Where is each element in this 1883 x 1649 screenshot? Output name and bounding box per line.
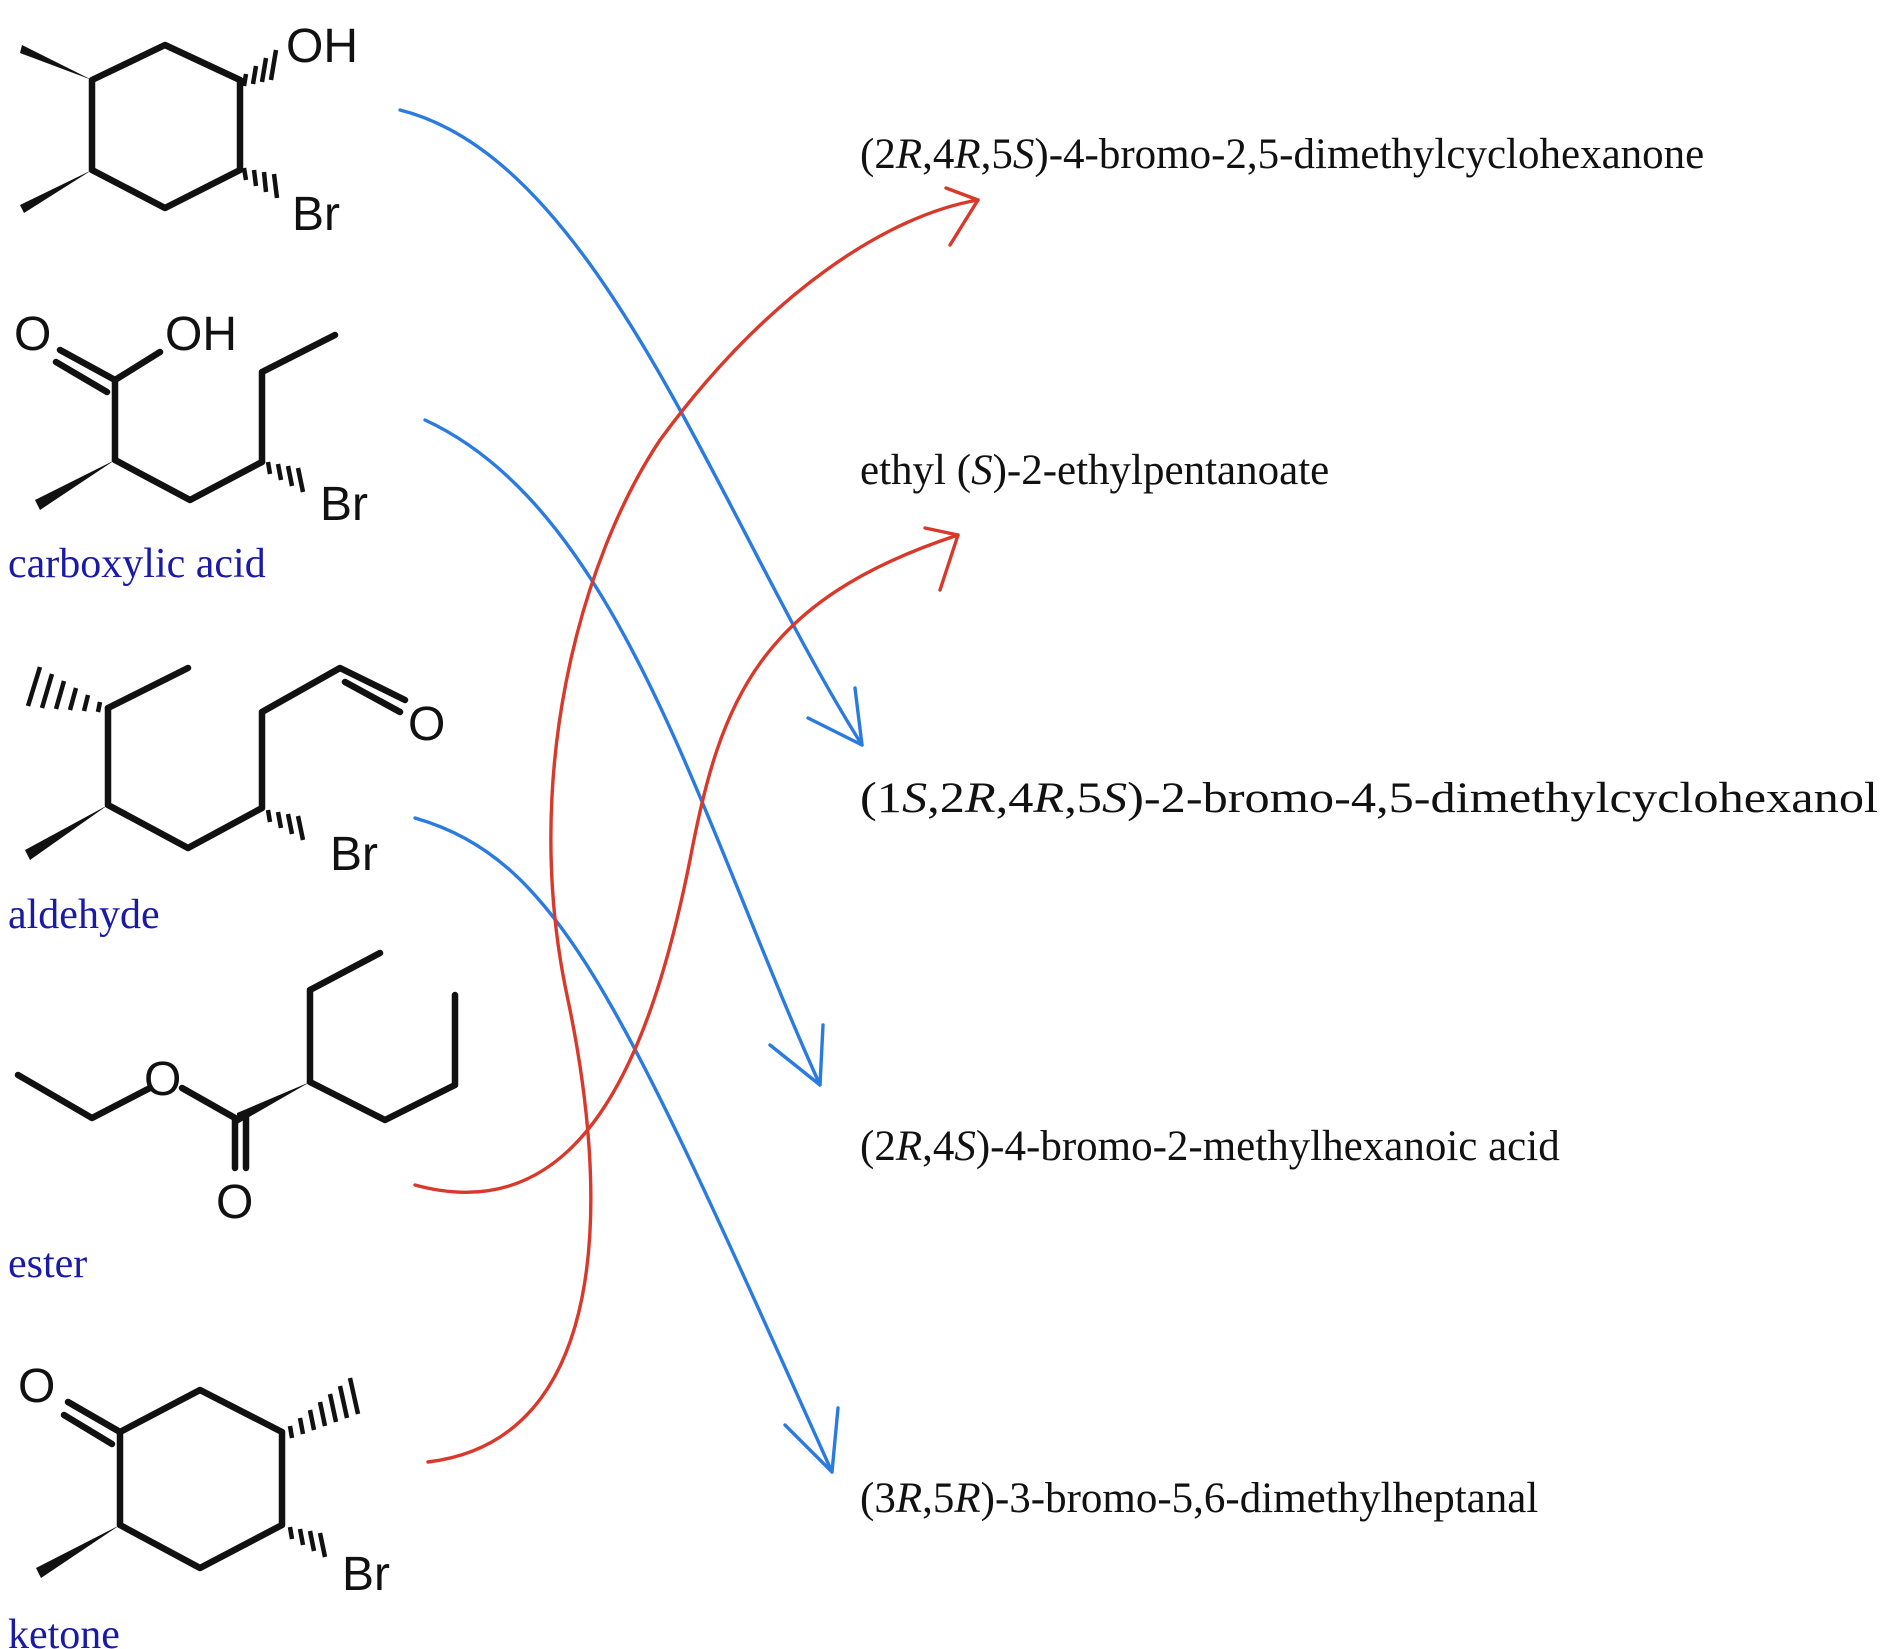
wedge-bond-methyl-bottom bbox=[20, 170, 92, 213]
bond bbox=[104, 664, 192, 712]
hashed-bond-methyl bbox=[287, 1377, 361, 1439]
ethyl-bonds bbox=[306, 949, 384, 1086]
chain-bonds bbox=[111, 456, 266, 504]
double-bond-co-second bbox=[52, 358, 111, 396]
atom-label-o-ether: O bbox=[144, 1053, 181, 1106]
double-bond-co bbox=[64, 1398, 124, 1436]
atom-label-o-carbonyl: O bbox=[216, 1176, 253, 1229]
class-label-ester: ester bbox=[8, 1241, 87, 1287]
molecule-carboxylic-acid: O OH Br carboxylic acid bbox=[8, 308, 368, 587]
ester-bonds bbox=[178, 1084, 239, 1172]
ethoxy-bonds bbox=[14, 1071, 154, 1122]
arrow-red-2 bbox=[426, 186, 980, 1464]
double-bond-co-second bbox=[60, 1411, 116, 1448]
hashed-bond-br bbox=[265, 461, 306, 493]
arrow-red-1 bbox=[413, 526, 960, 1194]
hashed-bond-br bbox=[287, 1526, 328, 1558]
wedge-bond-ethyl bbox=[237, 1082, 310, 1124]
ethyl-bonds bbox=[258, 331, 339, 466]
molecule-ester: O O ester bbox=[8, 949, 459, 1287]
iupac-name-2: ethyl (S)-2-ethylpentanoate bbox=[860, 447, 1329, 494]
iupac-name-4: (2R,4S)-4-bromo-2-methylhexanoic acid bbox=[860, 1123, 1560, 1170]
hashed-bond-br bbox=[241, 167, 280, 199]
molecule-aldehyde: O Br aldehyde bbox=[8, 664, 445, 938]
hashed-bond-oh bbox=[241, 49, 279, 87]
molecule-cyclohexanol: OH Br bbox=[20, 20, 358, 241]
molecule-ketone: O Br ketone bbox=[8, 1360, 390, 1649]
atom-label-oh: OH bbox=[165, 308, 237, 361]
iupac-name-1: (2R,4R,5S)-4-bromo-2,5-dimethylcyclohexa… bbox=[860, 131, 1704, 178]
iupac-names: (2R,4R,5S)-4-bromo-2,5-dimethylcyclohexa… bbox=[860, 131, 1878, 1522]
matching-arrows bbox=[398, 108, 980, 1474]
wedge-bond-methyl bbox=[25, 805, 108, 860]
atom-label-oh: OH bbox=[286, 20, 358, 73]
atom-label-br: Br bbox=[342, 1548, 390, 1601]
atom-label-br: Br bbox=[320, 478, 368, 531]
double-bond-co-second bbox=[341, 678, 404, 716]
atom-label-o: O bbox=[408, 698, 445, 751]
wedge-bond-methyl-top bbox=[20, 45, 92, 80]
bond-c-oh bbox=[111, 348, 164, 384]
class-label-ketone: ketone bbox=[8, 1612, 120, 1649]
iupac-name-5: (3R,5R)-3-bromo-5,6-dimethylheptanal bbox=[860, 1475, 1538, 1522]
hashed-bond-br bbox=[265, 809, 306, 841]
wedge-bond-methyl bbox=[36, 1525, 120, 1578]
hashed-bond-methyl bbox=[25, 666, 103, 713]
double-bond-co bbox=[56, 346, 119, 384]
class-label-aldehyde: aldehyde bbox=[8, 892, 160, 938]
ring-bonds bbox=[116, 1386, 286, 1572]
arrow-blue-1 bbox=[398, 108, 864, 747]
atom-label-br: Br bbox=[292, 188, 340, 241]
atom-label-o: O bbox=[14, 308, 51, 361]
ring-bonds bbox=[88, 41, 244, 212]
chain-bonds bbox=[104, 664, 409, 852]
wedge-bond-methyl bbox=[35, 460, 115, 510]
class-label-carboxylic-acid: carboxylic acid bbox=[8, 541, 266, 587]
arrow-blue-2 bbox=[423, 418, 825, 1087]
propyl-bonds bbox=[306, 991, 459, 1124]
atom-label-br: Br bbox=[330, 828, 378, 881]
arrow-blue-3 bbox=[413, 816, 840, 1474]
atom-label-o: O bbox=[18, 1360, 55, 1413]
